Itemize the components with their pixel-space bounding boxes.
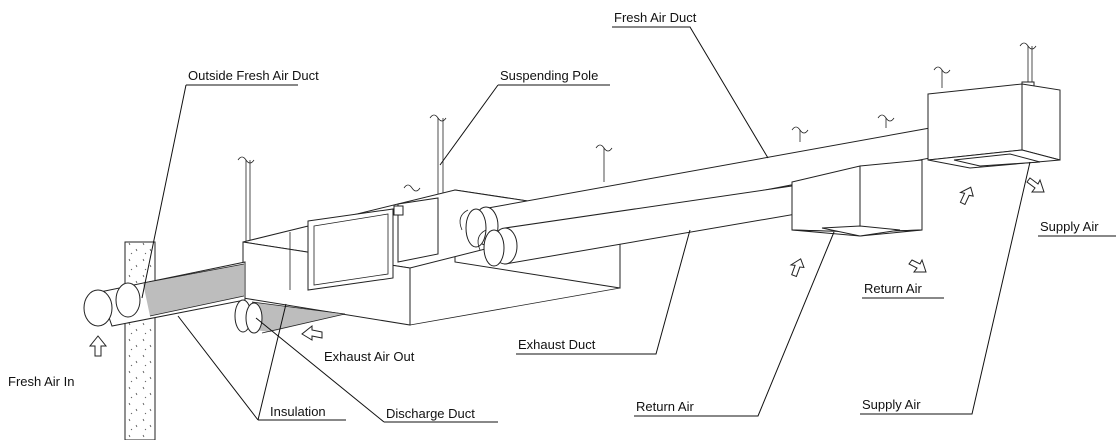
label-exhaust-air-out: Exhaust Air Out [324, 349, 415, 364]
leader-lines [141, 26, 1116, 423]
return-air-box [791, 159, 923, 237]
label-fresh-air-in: Fresh Air In [8, 374, 74, 389]
label-outside-fresh-air-duct: Outside Fresh Air Duct [188, 68, 319, 83]
insulation-fill-fresh [143, 264, 244, 316]
supply-air-box [927, 83, 1061, 169]
supply-air-arrow-right [1026, 177, 1045, 193]
return-air-arrow-left [789, 258, 805, 278]
return-air-arrow-right [908, 258, 927, 273]
label-fresh-air-duct: Fresh Air Duct [614, 10, 697, 25]
airflow-arrows [88, 177, 1045, 357]
label-exhaust-duct: Exhaust Duct [518, 337, 596, 352]
labels: Fresh Air Duct Outside Fresh Air Duct Su… [8, 10, 1099, 421]
label-supply-air-right: Supply Air [1040, 219, 1099, 234]
discharge-duct [234, 299, 346, 334]
supply-air-arrow-left [959, 186, 974, 206]
fresh-air-in-arrow [88, 335, 108, 357]
label-return-air-mid: Return Air [864, 281, 922, 296]
exhaust-duct [477, 175, 861, 267]
outer-wall [124, 241, 156, 440]
label-insulation: Insulation [270, 404, 326, 419]
label-return-air-bottom: Return Air [636, 399, 694, 414]
label-discharge-duct: Discharge Duct [386, 406, 475, 421]
exhaust-out-arrow [301, 324, 323, 341]
insulation-fill-discharge [252, 302, 345, 332]
label-suspending-pole: Suspending Pole [500, 68, 598, 83]
label-supply-air-bottom: Supply Air [862, 397, 921, 412]
outside-fresh-air-duct [83, 261, 246, 327]
